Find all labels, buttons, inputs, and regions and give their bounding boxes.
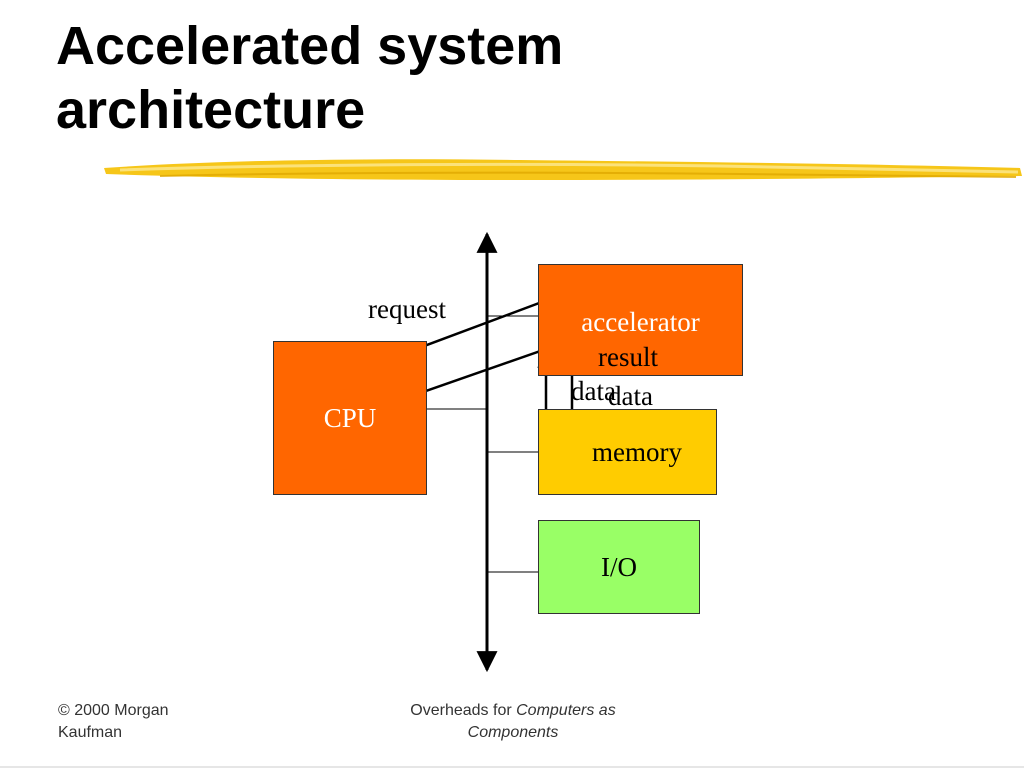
slide-title-line-2: architecture <box>56 80 366 140</box>
slide-title: Accelerated system architecture <box>56 14 563 142</box>
result-label: result <box>598 342 658 372</box>
cpu-label: CPU <box>323 402 377 433</box>
memory-block: memory <box>538 409 717 495</box>
io-label: I/O <box>601 551 637 582</box>
accelerator-block: accelerator <box>538 264 743 376</box>
footer-overheads: Overheads for Computers as Components <box>372 700 654 744</box>
cpu-block: CPU <box>273 341 427 495</box>
data-label-right: data <box>608 381 653 411</box>
footer-copyright: © 2000 Morgan Kaufman <box>58 702 169 741</box>
footer-overheads-prefix: Overheads for <box>410 702 517 719</box>
footer-book-title: Computers as Components <box>467 702 616 741</box>
request-label: request <box>368 294 446 324</box>
highlighter-stroke <box>104 159 1022 180</box>
accelerator-label: accelerator <box>581 307 700 337</box>
slide-title-line-1: Accelerated system <box>56 16 564 76</box>
data-label-left: data <box>571 376 616 406</box>
io-block: I/O <box>538 520 700 614</box>
bottom-divider <box>0 766 1024 768</box>
memory-label: memory <box>592 436 682 467</box>
